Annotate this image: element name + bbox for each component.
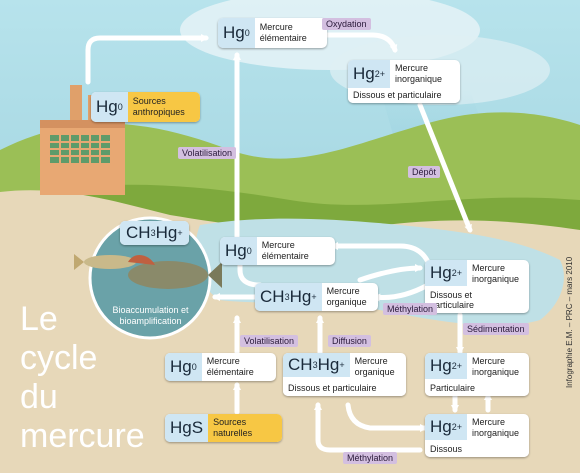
symbol-base: Hg xyxy=(430,356,452,375)
symbol-charge: 0 xyxy=(117,102,123,112)
node-label: Sources naturelles xyxy=(208,414,283,442)
symbol-base: Hg xyxy=(170,357,192,376)
node-label: Mercure élémentaire xyxy=(259,22,307,43)
title-line-3: du xyxy=(20,378,58,416)
symbol-charge: 2+ xyxy=(374,69,385,79)
symbol-charge: 2+ xyxy=(451,361,462,371)
symbol-charge: 0 xyxy=(244,28,250,38)
fish-icon xyxy=(74,254,222,289)
process-oxydation: Oxydation xyxy=(322,18,371,30)
process-diffusion: Diffusion xyxy=(328,335,371,347)
symbol-base: Hg xyxy=(225,241,247,260)
node-label: Mercure inorganique xyxy=(472,263,520,284)
title-line-4: mercure xyxy=(20,417,145,455)
symbol-base: Hg xyxy=(223,23,245,42)
node-label: Mercure élémentaire xyxy=(261,240,309,261)
credit-text: Infographie E.M. – PRC – mars 2010 xyxy=(565,256,574,388)
process-sedimentation: Sédimentation xyxy=(463,323,529,335)
symbol-charge: 0 xyxy=(191,362,197,372)
symbol-base: Hg xyxy=(353,64,375,83)
node-sublabel: Dissous et particulaire xyxy=(425,288,513,313)
node-label: Mercure organique xyxy=(326,286,367,307)
symbol-charge: 2+ xyxy=(451,268,462,278)
node-symbol: HgS xyxy=(165,414,209,442)
node-sublabel: Dissous et particulaire xyxy=(348,88,460,103)
symbol-base: Hg xyxy=(430,263,452,282)
bubble-text: Bioaccumulation et bioamplification xyxy=(112,305,189,326)
process-depot: Dépôt xyxy=(408,166,441,178)
symbol-charge: 2+ xyxy=(451,422,462,432)
node-label: Mercure inorganique xyxy=(395,63,443,84)
node-label: Mercure inorganique xyxy=(472,356,520,377)
process-volatilisation-low: Volatilisation xyxy=(240,335,299,347)
node-sublabel: Particulaire xyxy=(425,381,529,396)
node-sublabel: Dissous xyxy=(425,442,529,457)
process-methylation-low: Méthylation xyxy=(343,452,398,464)
node-sublabel: Dissous et particulaire xyxy=(283,381,406,396)
title-line-2: cycle xyxy=(20,339,98,377)
title-line-1: Le xyxy=(20,300,58,338)
symbol-charge: 0 xyxy=(246,246,252,256)
node-label: Mercure organique xyxy=(354,356,395,377)
symbol-base: Hg xyxy=(430,417,452,436)
process-volatilisation-top: Volatilisation xyxy=(178,147,237,159)
node-label: Mercure inorganique xyxy=(472,417,520,438)
process-methylation-mid: Méthylation xyxy=(383,303,438,315)
symbol-base: Hg xyxy=(96,97,118,116)
node-label: Sources anthropiques xyxy=(127,92,200,122)
node-hgs: HgS Sources naturelles xyxy=(165,414,283,442)
diagram-title: Le cycle du mercure xyxy=(20,300,145,456)
node-label: Mercure élémentaire xyxy=(206,356,254,377)
